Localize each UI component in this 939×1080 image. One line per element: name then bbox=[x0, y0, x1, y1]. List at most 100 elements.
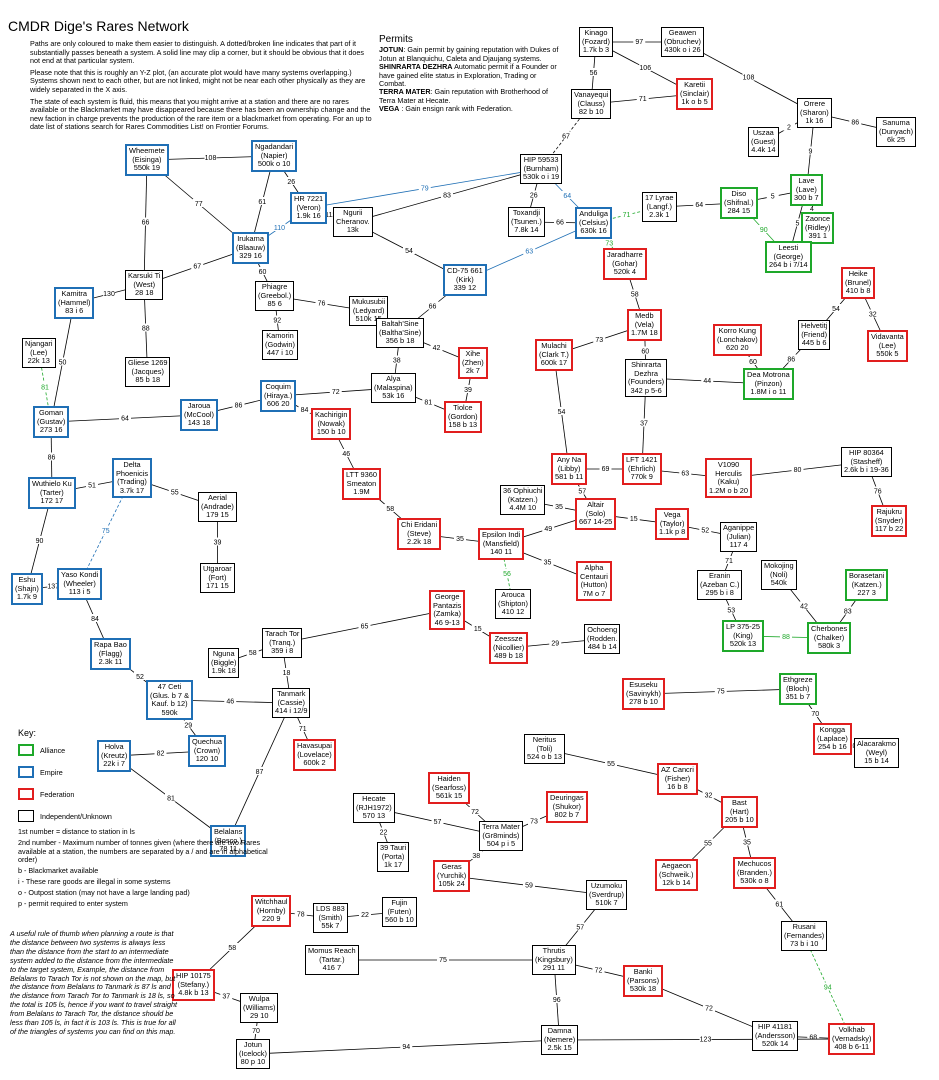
system-gliese1269: Gliese 1269(Jacques)85 b 18 bbox=[125, 357, 171, 387]
system-cherbones: Cherbones(Chalker)580k 3 bbox=[807, 622, 852, 654]
system-chieridani: Chi Eridani(Steve)2.2k 18 bbox=[397, 518, 442, 550]
route-distance-label: 86 bbox=[235, 403, 243, 410]
system-detail: (Azeban C.) bbox=[700, 579, 740, 589]
system-detail: (Godwin) bbox=[265, 339, 295, 349]
route-label-bg bbox=[56, 357, 69, 366]
system-detail: 560 b 10 bbox=[385, 915, 414, 925]
system-name: Anduliga bbox=[579, 209, 608, 218]
route-distance-label: 46 bbox=[226, 699, 234, 706]
route-label-bg bbox=[154, 748, 167, 757]
route-label-bg bbox=[866, 309, 879, 318]
system-neritus: Neritus(Toli)524 o b 13 bbox=[524, 734, 565, 764]
system-detail: (Shifnal.) bbox=[724, 197, 754, 207]
route-distance-label: 56 bbox=[590, 70, 598, 77]
system-detail: (Smith) bbox=[318, 912, 343, 922]
system-detail: (Shipton) bbox=[498, 598, 528, 608]
system-detail: 561k 15 bbox=[435, 791, 463, 801]
route-label-bg bbox=[296, 724, 309, 732]
route-label-bg bbox=[830, 304, 842, 312]
system-phiagre: Phiagre(Greebol.)85 6 bbox=[255, 281, 295, 311]
system-detail: 179 15 bbox=[206, 510, 229, 520]
system-detail: (Branden.) bbox=[737, 867, 772, 877]
system-detail: (Savinykh) bbox=[626, 688, 661, 698]
system-detail: (Sharon) bbox=[800, 107, 829, 117]
route-label-bg bbox=[809, 709, 822, 717]
system-detail: 1.7M 18 bbox=[631, 328, 658, 338]
system-detail: 1.7k b 3 bbox=[582, 45, 610, 55]
route-distance-label: 22 bbox=[361, 912, 369, 919]
route-distance-label: 71 bbox=[725, 558, 733, 565]
system-xihe: Xihe(Zhen)2k 7 bbox=[458, 347, 488, 379]
system-detail: (Nemere) bbox=[544, 1034, 576, 1044]
route-distance-label: 39 bbox=[464, 387, 472, 394]
note-line: 1st number = distance to station in ls bbox=[18, 827, 135, 836]
system-mechucos: Mechucos(Branden.)530k o 8 bbox=[733, 857, 776, 889]
legend-label: Independent/Unknown bbox=[40, 812, 112, 821]
system-name: Kongga bbox=[819, 725, 846, 734]
route-distance-label: 26 bbox=[530, 193, 538, 200]
system-detail: (Kaku) bbox=[717, 477, 740, 487]
permit-text: : Gain reputation with Brotherhood of Te… bbox=[379, 87, 548, 105]
route-distance-label: 57 bbox=[576, 925, 584, 932]
system-detail: (Fisher) bbox=[664, 773, 691, 783]
intro-paragraph: Paths are only coloured to make them eas… bbox=[30, 39, 365, 66]
system-rusani: Rusani(Fernandes)73 b i 10 bbox=[781, 921, 828, 951]
system-name: Phiagre bbox=[261, 282, 288, 291]
system-detail: 504 p i 5 bbox=[486, 839, 516, 849]
route-label-bg bbox=[315, 298, 328, 307]
system-name: Lave bbox=[798, 176, 815, 185]
route-label-bg bbox=[99, 526, 112, 534]
system-detail: (Jacques) bbox=[131, 366, 164, 376]
system-detail: 2.5k 15 bbox=[547, 1043, 572, 1053]
permit-name: JOTUN bbox=[379, 45, 404, 55]
route-label-bg bbox=[725, 605, 738, 614]
route-distance-label: 97 bbox=[635, 39, 643, 46]
system-detail: 550k 5 bbox=[876, 349, 899, 359]
route-label-bg bbox=[554, 217, 566, 226]
system-detail: (Lee) bbox=[878, 340, 896, 350]
route-label-bg bbox=[119, 413, 131, 422]
note-line: p - permit required to enter system bbox=[18, 898, 128, 908]
system-detail: 220 9 bbox=[261, 914, 281, 924]
system-name: Ethgreze bbox=[783, 675, 813, 684]
system-name: Diso bbox=[731, 189, 747, 198]
system-detail: Smeaton bbox=[346, 478, 377, 488]
system-lyrae17: 17 Lyrae(Langf.)2.3k 1 bbox=[642, 192, 677, 222]
route-label-bg bbox=[549, 638, 562, 647]
route-label-bg bbox=[256, 197, 269, 205]
system-detail: (King) bbox=[733, 630, 753, 640]
system-name: Uszaa bbox=[752, 128, 774, 137]
route-distance-label: 37 bbox=[640, 421, 648, 428]
route-distance-label: 71 bbox=[299, 726, 307, 733]
route-distance-label: 67 bbox=[562, 134, 570, 141]
system-orrere: Orrere(Sharon)1k 16 bbox=[797, 98, 832, 128]
system-detail: (Sverdrup) bbox=[589, 889, 624, 899]
route-label-bg bbox=[430, 343, 443, 351]
system-name: Eshu bbox=[18, 575, 36, 584]
system-detail: 500k o 10 bbox=[257, 159, 291, 169]
route-distance-label: 55 bbox=[171, 490, 179, 497]
system-bast: Bast(Hart)205 b 10 bbox=[721, 796, 758, 828]
system-detail: (Sinclair) bbox=[680, 88, 710, 98]
route-label-bg bbox=[806, 204, 818, 212]
route-label-bg bbox=[340, 449, 353, 457]
system-detail: (Parsons) bbox=[627, 975, 660, 985]
route-distance-label: 52 bbox=[701, 528, 709, 535]
route-distance-label: 58 bbox=[249, 650, 257, 657]
number-notes: 1st number = distance to station in ls 2… bbox=[18, 827, 268, 910]
route-label-bg bbox=[599, 464, 612, 472]
system-detail: 7M o 7 bbox=[582, 588, 606, 598]
route-label-bg bbox=[785, 354, 798, 363]
system-detail: (Solo) bbox=[585, 508, 606, 518]
system-epsilonindi: Epsilon Indi(Mansfield)140 11 bbox=[478, 528, 525, 560]
system-vanayequi: Vanayequi(Clauss)82 b 10 bbox=[571, 89, 612, 119]
system-name: Coquim bbox=[265, 382, 291, 391]
route-label-bg bbox=[437, 955, 449, 963]
route-distance-label: 54 bbox=[832, 306, 840, 313]
route-distance-label: 76 bbox=[318, 301, 326, 308]
route-distance-label: 15 bbox=[630, 516, 638, 523]
route-distance-label: 90 bbox=[36, 538, 44, 545]
system-name: Ngurii bbox=[343, 208, 363, 217]
system-detail: 113 i 5 bbox=[68, 587, 91, 597]
